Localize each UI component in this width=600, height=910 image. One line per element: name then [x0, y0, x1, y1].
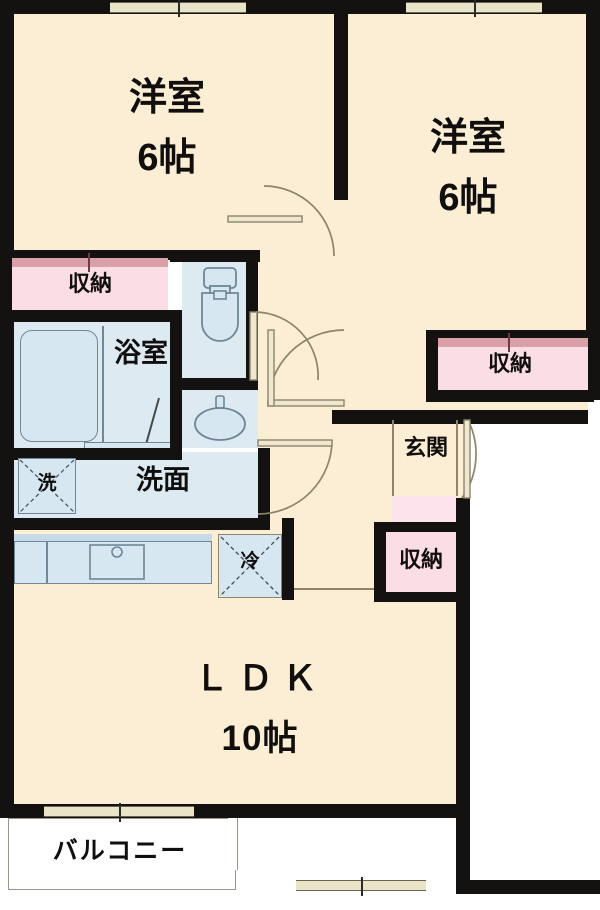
vanity-sink-icon — [194, 395, 246, 441]
wall-toilet-bottom — [170, 378, 258, 390]
toilet-icon — [201, 267, 239, 342]
wall-genkan-right-lower — [456, 804, 470, 894]
window-bottom-right[interactable] — [296, 877, 426, 896]
wall-bath-bottom — [0, 448, 182, 460]
kitchen-counter-segment-line — [46, 542, 48, 584]
wall-toilet-top — [170, 250, 260, 262]
wall-washroom-right — [258, 448, 270, 530]
label-ldk-name: ＬＤＫ — [193, 659, 326, 698]
bathtub — [20, 330, 98, 442]
label-refrigerator: 冷 — [240, 551, 260, 572]
label-bedroom-right-name: 洋室 — [429, 117, 506, 159]
door-bedroom-left[interactable] — [227, 185, 336, 258]
label-bedroom-left-name: 洋室 — [128, 77, 205, 119]
door-washroom[interactable] — [257, 439, 334, 516]
label-genkan: 玄関 — [403, 435, 448, 460]
closet-door-tick — [88, 253, 90, 272]
closet-left-body — [12, 258, 168, 312]
door-bedroom-right[interactable] — [267, 329, 346, 407]
washing-machine-cross-icon — [19, 459, 75, 513]
label-ldk-size: 10帖 — [221, 719, 299, 758]
wall-bedroom-right-bottom — [332, 410, 588, 424]
balcony-area — [8, 818, 236, 890]
window-bedroom-right — [406, 0, 542, 17]
label-bedroom-left-size: 6帖 — [137, 137, 197, 179]
closet-right-sliding-door[interactable] — [432, 333, 588, 352]
closet-right-body — [432, 338, 588, 392]
label-washroom: 洗面 — [136, 465, 190, 495]
wall-exterior-right-closet — [586, 330, 600, 400]
kitchen-sink-icon — [89, 544, 145, 580]
wall-closet-right-bottom — [426, 390, 594, 402]
wall-bottom-right-strip — [456, 880, 600, 894]
bath-divider-line — [102, 326, 104, 446]
genkan-step-line-left — [392, 420, 394, 496]
window-bedroom-left — [110, 0, 246, 17]
kitchen-counter-backsplash — [14, 534, 212, 542]
label-balcony: バルコニー — [52, 837, 188, 865]
wall-closet-right-left — [426, 330, 438, 402]
label-bedroom-right-size: 6帖 — [438, 177, 498, 219]
wall-washroom-bottom — [0, 518, 270, 530]
label-washing-machine: 洗 — [37, 473, 57, 494]
genkan-step-line-right — [456, 420, 458, 496]
label-closet-left: 収納 — [67, 271, 112, 296]
wall-closet-left-bottom — [0, 310, 180, 322]
balcony-area-right-notch — [228, 818, 238, 870]
label-closet-right: 収納 — [487, 351, 532, 376]
window-tick — [361, 877, 363, 896]
window-tick — [474, 0, 476, 17]
window-balcony-sliding[interactable] — [44, 803, 194, 822]
closet-door-tick — [508, 333, 510, 352]
wall-exterior-left — [0, 0, 14, 818]
label-bathroom: 浴室 — [114, 338, 168, 368]
door-toilet[interactable] — [249, 311, 320, 382]
door-entrance[interactable] — [461, 419, 546, 500]
ldk-partition-line — [294, 588, 374, 590]
closet-genkan-body — [386, 532, 456, 592]
window-tick — [119, 803, 121, 822]
wall-closet-left-top — [6, 250, 180, 260]
wall-bedroom-divider — [334, 0, 348, 200]
window-tick — [178, 0, 180, 17]
closet-left-sliding-door[interactable] — [12, 253, 168, 272]
wall-exterior-right-upper — [586, 0, 600, 340]
label-closet-genkan: 収納 — [398, 547, 443, 572]
wall-kitchen-right — [282, 518, 294, 600]
wall-closet-right-top — [426, 330, 594, 340]
